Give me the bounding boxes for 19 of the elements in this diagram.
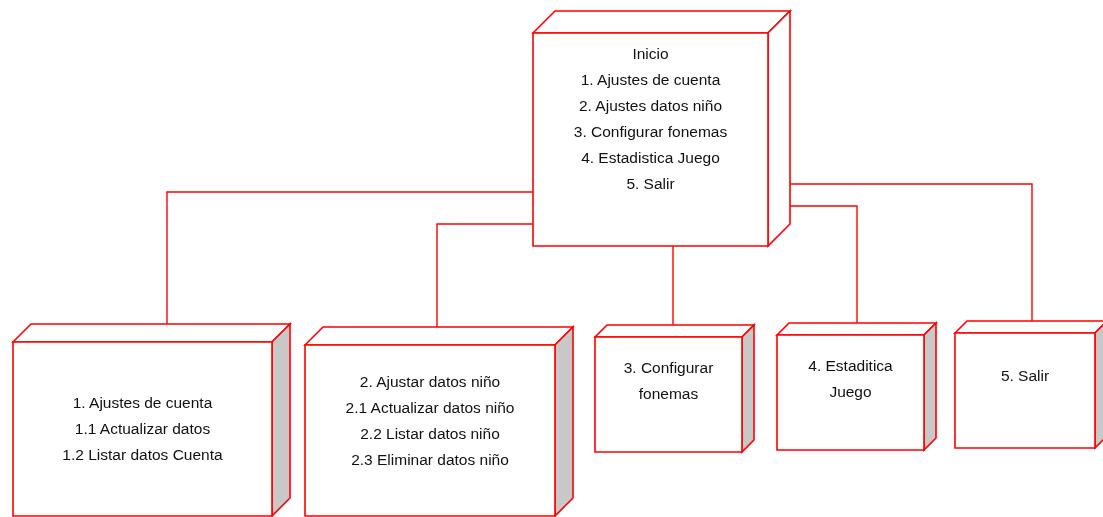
node-text: 4. Estadistica Juego bbox=[581, 148, 720, 168]
connector-line bbox=[672, 245, 674, 326]
node-text: 3. Configurar fonemas bbox=[573, 122, 728, 142]
connector-line bbox=[166, 191, 534, 325]
node-text: 2. Ajustar datos niño bbox=[359, 372, 501, 392]
node-heading: Inicio bbox=[632, 44, 669, 64]
node-text: 1. Ajustes de cuenta bbox=[580, 70, 721, 90]
node-text: 2.1 Actualizar datos niño bbox=[345, 398, 515, 418]
node-text: 1. Ajustes de cuenta bbox=[72, 393, 213, 413]
node-text: 1.2 Listar datos Cuenta bbox=[62, 445, 223, 465]
node-text: 2.3 Eliminar datos niño bbox=[351, 450, 509, 470]
node-text: 4. Estaditica Juego bbox=[807, 356, 894, 402]
node-text: 1.1 Actualizar datos bbox=[74, 419, 211, 439]
node-text: 2. Ajustes datos niño bbox=[578, 96, 722, 116]
node-text: 5. Salir bbox=[1000, 366, 1050, 386]
node-text: 5. Salir bbox=[626, 174, 675, 194]
node-text: 3. Configurar fonemas bbox=[622, 358, 715, 404]
connector-line bbox=[436, 223, 534, 328]
node-text: 2.2 Listar datos niño bbox=[360, 424, 500, 444]
